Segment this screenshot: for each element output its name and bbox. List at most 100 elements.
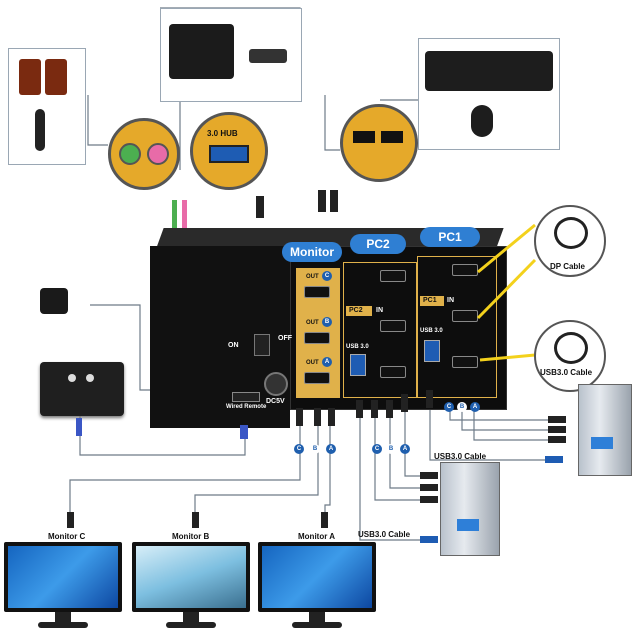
pc1-dp-port-a xyxy=(452,356,478,368)
pc2-usb-cable-end xyxy=(420,536,438,543)
out-label-c: OUT xyxy=(306,274,319,280)
pc1-cable-end-2 xyxy=(548,426,566,433)
badge-mid-a: A xyxy=(400,444,410,454)
kbm-port-2 xyxy=(381,131,403,143)
pc1-cable-end-3 xyxy=(548,436,566,443)
pc1-usb-label: USB 3.0 xyxy=(420,328,443,334)
pc2-cable-end-1 xyxy=(420,472,438,479)
dc-power-port xyxy=(264,372,288,396)
power-switch[interactable] xyxy=(254,334,270,356)
usb-plug-kbm-1 xyxy=(318,190,326,212)
monitor-c-screen xyxy=(8,546,118,608)
monitor-b-screen xyxy=(136,546,246,608)
switch-off-label: OFF xyxy=(278,335,292,342)
printer-box xyxy=(160,8,302,102)
pc2-usb-label: USB 3.0 xyxy=(346,344,369,350)
usb-hub-port xyxy=(209,145,249,163)
monitor-b-plug xyxy=(192,512,199,528)
power-adapter-icon xyxy=(40,288,68,314)
plug-pc2-usb xyxy=(356,400,363,418)
badge-right-b: B xyxy=(457,402,467,412)
usb-plug-hub xyxy=(256,196,264,218)
pc1-dp-port-c xyxy=(452,264,478,276)
remote-kvm-plug xyxy=(240,425,248,439)
computer-pc2 xyxy=(440,462,500,556)
out-label-b: OUT xyxy=(306,320,319,326)
monitor-b-label: Monitor B xyxy=(172,532,210,541)
plug-monitor-b xyxy=(314,408,321,426)
plug-pc1-usb xyxy=(426,390,433,408)
keyboard-icon xyxy=(425,51,553,91)
pc1-tag xyxy=(420,296,444,306)
usb-hub-label: 3.0 HUB xyxy=(207,129,238,138)
monitor-a-stand xyxy=(309,612,325,622)
pc2-usb-port xyxy=(350,354,366,376)
out-port-b xyxy=(304,332,330,344)
plug-monitor-c xyxy=(296,408,303,426)
badge-left-c: C xyxy=(294,444,304,454)
badge-mid-b: B xyxy=(386,444,396,454)
pill-monitor: Monitor xyxy=(282,242,342,262)
monitor-c-stand xyxy=(55,612,71,622)
computer-pc1 xyxy=(578,384,632,476)
plug-pc2-b xyxy=(386,400,393,418)
wired-remote-port xyxy=(232,392,260,402)
audio-out-jack xyxy=(119,143,141,165)
printer-icon xyxy=(169,24,234,79)
pc2-cable-end-2 xyxy=(420,484,438,491)
monitor-a-label: Monitor A xyxy=(298,532,336,541)
usb-drive-icon xyxy=(249,49,287,63)
out-badge-c: C xyxy=(322,271,332,281)
dp-cable-label: DP Cable xyxy=(550,262,585,271)
badge-right-a: A xyxy=(470,402,480,412)
speaker-right xyxy=(45,59,67,95)
pc2-tag xyxy=(346,306,372,316)
pc2-panel xyxy=(343,262,417,398)
pc2-dp-port-b xyxy=(380,320,406,332)
monitor-c-label: Monitor C xyxy=(48,532,86,541)
pc2-in-label: IN xyxy=(376,307,383,314)
out-label-a: OUT xyxy=(306,360,319,366)
badge-right-c: C xyxy=(444,402,454,412)
monitor-c xyxy=(4,542,122,612)
monitor-c-base xyxy=(38,622,88,628)
usb-cable-circle xyxy=(534,320,606,392)
pc2-front-display xyxy=(457,519,479,531)
keyboard-box xyxy=(418,38,560,150)
usb-cable-right-label: USB3.0 Cable xyxy=(434,452,487,461)
pc2-cable-end-3 xyxy=(420,496,438,503)
usb-cable-icon xyxy=(554,332,588,364)
pc1-tag-label: PC1 xyxy=(423,297,437,304)
pc1-dp-port-b xyxy=(452,310,478,322)
audio-jacks-circle xyxy=(108,118,180,190)
plug-pc2-c xyxy=(371,400,378,418)
dp-cable-icon xyxy=(554,217,588,249)
monitor-a-base xyxy=(292,622,342,628)
plug-pc2-a xyxy=(401,394,408,412)
audio-plug-green xyxy=(172,200,177,230)
pc2-dp-port-a xyxy=(380,366,406,378)
mic-in-jack xyxy=(147,143,169,165)
pc1-usb-port xyxy=(424,340,440,362)
monitor-a-plug xyxy=(321,512,328,528)
remote-button-1[interactable] xyxy=(68,374,76,382)
mouse-icon xyxy=(471,105,493,137)
monitor-b-base xyxy=(166,622,216,628)
badge-left-b: B xyxy=(310,444,320,454)
pc2-tag-label: PC2 xyxy=(349,307,363,314)
speaker-left xyxy=(19,59,41,95)
pc2-dp-port-c xyxy=(380,270,406,282)
pc1-panel xyxy=(417,256,497,398)
remote-cable-plug xyxy=(76,418,82,436)
usb-kbm-circle xyxy=(340,104,418,182)
out-port-c xyxy=(304,286,330,298)
pc1-in-label: IN xyxy=(447,297,454,304)
pc1-front-display xyxy=(591,437,613,449)
audio-plug-pink xyxy=(182,200,187,230)
remote-button-2[interactable] xyxy=(86,374,94,382)
usb-plug-kbm-2 xyxy=(330,190,338,212)
pill-pc2: PC2 xyxy=(350,234,406,254)
out-badge-a: A xyxy=(322,357,332,367)
pill-pc1: PC1 xyxy=(420,227,480,247)
